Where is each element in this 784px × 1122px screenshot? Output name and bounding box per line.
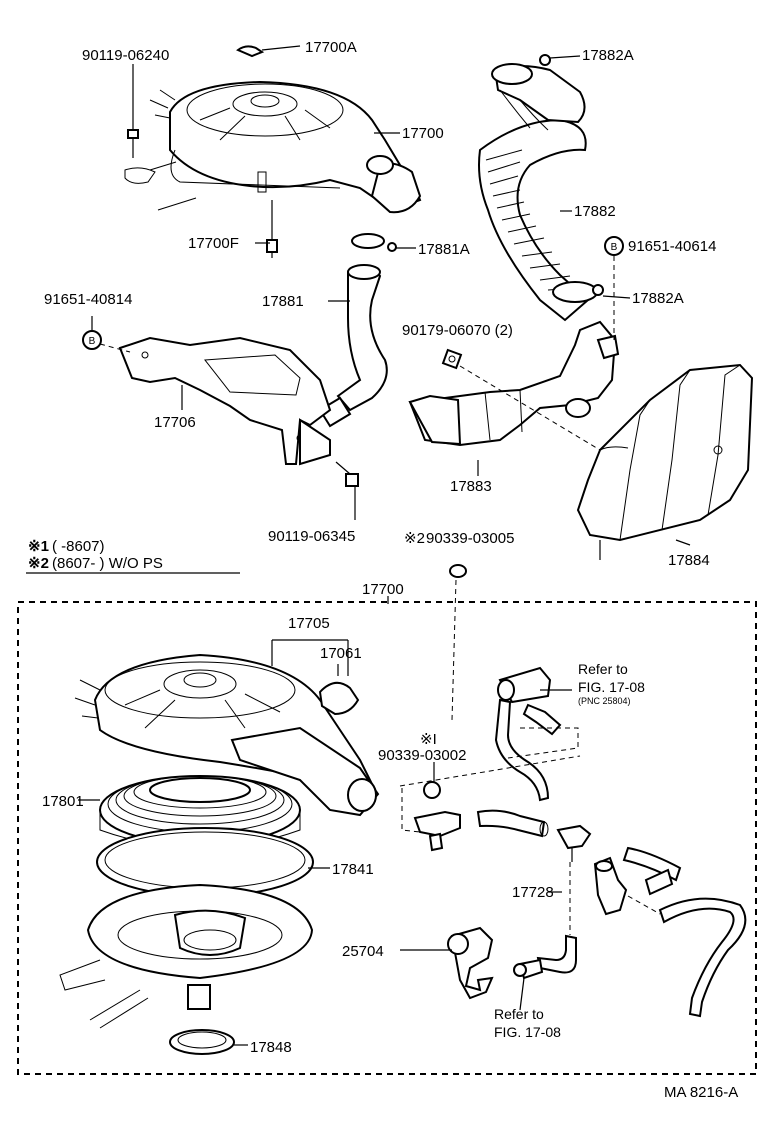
bolt-90119-06345 [335, 461, 359, 520]
label-17700f: 17700F [188, 235, 239, 252]
washer-91651-40814: B [82, 316, 131, 353]
legend: ※1 ( -8607) ※2 (8607- ) W/O PS [26, 538, 240, 574]
label-17705: 17705 [288, 615, 330, 632]
label-17882: 17882 [574, 203, 616, 220]
resonator-17884 [576, 363, 754, 560]
nut-90179-06070 [441, 348, 601, 451]
label-17881: 17881 [262, 293, 304, 310]
hose-lower [513, 934, 577, 980]
label-90179-06070: 90179-06070 (2) [402, 322, 513, 339]
label-90119-06345: 90119-06345 [268, 528, 355, 545]
leader-lines-top [181, 132, 691, 546]
air-cleaner-assy-top [149, 80, 422, 214]
clip-17700a [236, 45, 301, 58]
refer-to-labels: Refer to FIG. 17-08 (PNC 25804) Refer to… [494, 661, 645, 1040]
label-90339-03005: 90339-03005 [426, 530, 514, 547]
bolt-17700f [266, 200, 278, 258]
label-17883: 17883 [450, 478, 492, 495]
hose-17881 [318, 264, 388, 428]
legend-text-1: ( -8607) [52, 538, 105, 555]
label-91651-40614: 91651-40614 [628, 238, 716, 255]
washer-b-mark-left: B [89, 336, 96, 347]
label-17884: 17884 [668, 552, 710, 569]
label-17700: 17700 [402, 125, 444, 142]
label-25704: 25704 [342, 943, 384, 960]
legend-mark-1: ※1 [28, 538, 49, 555]
label-17700-box: 17700 [362, 581, 404, 598]
clamp-17882a-top [491, 54, 581, 85]
bracket-17706 [118, 336, 332, 466]
label-17706: 17706 [154, 414, 196, 431]
tee-17728 [556, 824, 628, 935]
diagram-code: MA 8216-A [664, 1084, 738, 1101]
air-cleaner-case [59, 883, 314, 1029]
washer-91651-40614: B [604, 236, 624, 340]
hose-middle [476, 809, 549, 838]
ref-top-line2: FIG. 17-08 [578, 679, 645, 695]
ref-bottom-line2: FIG. 17-08 [494, 1024, 561, 1040]
label-17700a: 17700A [305, 39, 357, 56]
clamp-17882a-mid [552, 281, 631, 303]
sensor-25704 [447, 926, 494, 1000]
label-17882a-top: 17882A [582, 47, 634, 64]
leader-lines-box [78, 639, 572, 1046]
seal-17848 [169, 1029, 235, 1055]
gasket-17841 [96, 827, 314, 897]
ref-bottom-line1: Refer to [494, 1006, 544, 1022]
label-17728: 17728 [512, 884, 554, 901]
duct-17883 [408, 320, 620, 447]
hose-right [622, 846, 747, 1018]
plug-90339-03005 [449, 564, 467, 721]
legend-text-2: (8607- ) W/O PS [52, 555, 163, 572]
part-labels: 17700A 90119-06240 17700 17700F 17881A 1… [42, 39, 716, 1056]
label-17801: 17801 [42, 793, 84, 810]
label-17848: 17848 [250, 1039, 292, 1056]
ref-top-pnc: (PNC 25804) [578, 696, 631, 706]
mark-2: ※2 [404, 530, 425, 547]
label-91651-40814: 91651-40814 [44, 291, 132, 308]
label-90339-03002: 90339-03002 [378, 747, 466, 764]
tee-fitting [399, 755, 581, 852]
label-17061: 17061 [320, 645, 362, 662]
bolt-90119-06240 [124, 64, 156, 184]
label-90119-06240: 90119-06240 [82, 47, 169, 64]
label-17882a-mid: 17882A [632, 290, 684, 307]
legend-mark-2: ※2 [28, 555, 49, 572]
clamp-17881a [351, 233, 397, 252]
sensor-17061 [318, 664, 360, 716]
air-cleaner-cap-17705 [74, 653, 380, 817]
label-17841: 17841 [332, 861, 374, 878]
ref-top-line1: Refer to [578, 661, 628, 677]
mark-star-1: ※I [420, 731, 437, 748]
assembly-box [17, 601, 757, 1075]
filter-element-17801 [99, 775, 301, 849]
washer-b-mark-right: B [611, 242, 618, 253]
vsv-hoses [494, 666, 579, 802]
label-17881a: 17881A [418, 241, 470, 258]
